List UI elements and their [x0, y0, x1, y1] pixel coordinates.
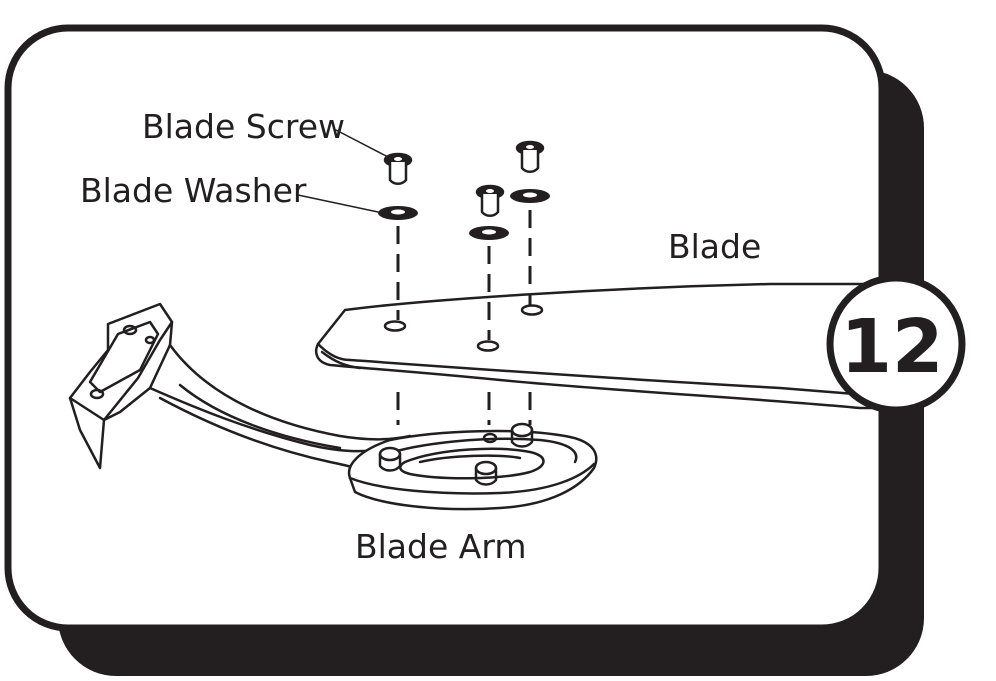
- blade-icon: [314, 282, 882, 410]
- screw-leader-line: [335, 129, 391, 159]
- step-number: 12: [841, 304, 944, 390]
- label-blade-screw: Blade Screw: [142, 107, 345, 146]
- blade-arm-icon: [68, 302, 598, 511]
- blade-screw-icon: [383, 140, 545, 217]
- blade-washer-icon: [378, 189, 550, 240]
- label-blade-washer: Blade Washer: [80, 171, 307, 210]
- alignment-lines: [396, 210, 532, 425]
- label-blade: Blade: [668, 227, 761, 266]
- washer-leader-line: [297, 194, 379, 213]
- step-badge: 12: [826, 274, 966, 414]
- label-blade-arm: Blade Arm: [355, 527, 526, 566]
